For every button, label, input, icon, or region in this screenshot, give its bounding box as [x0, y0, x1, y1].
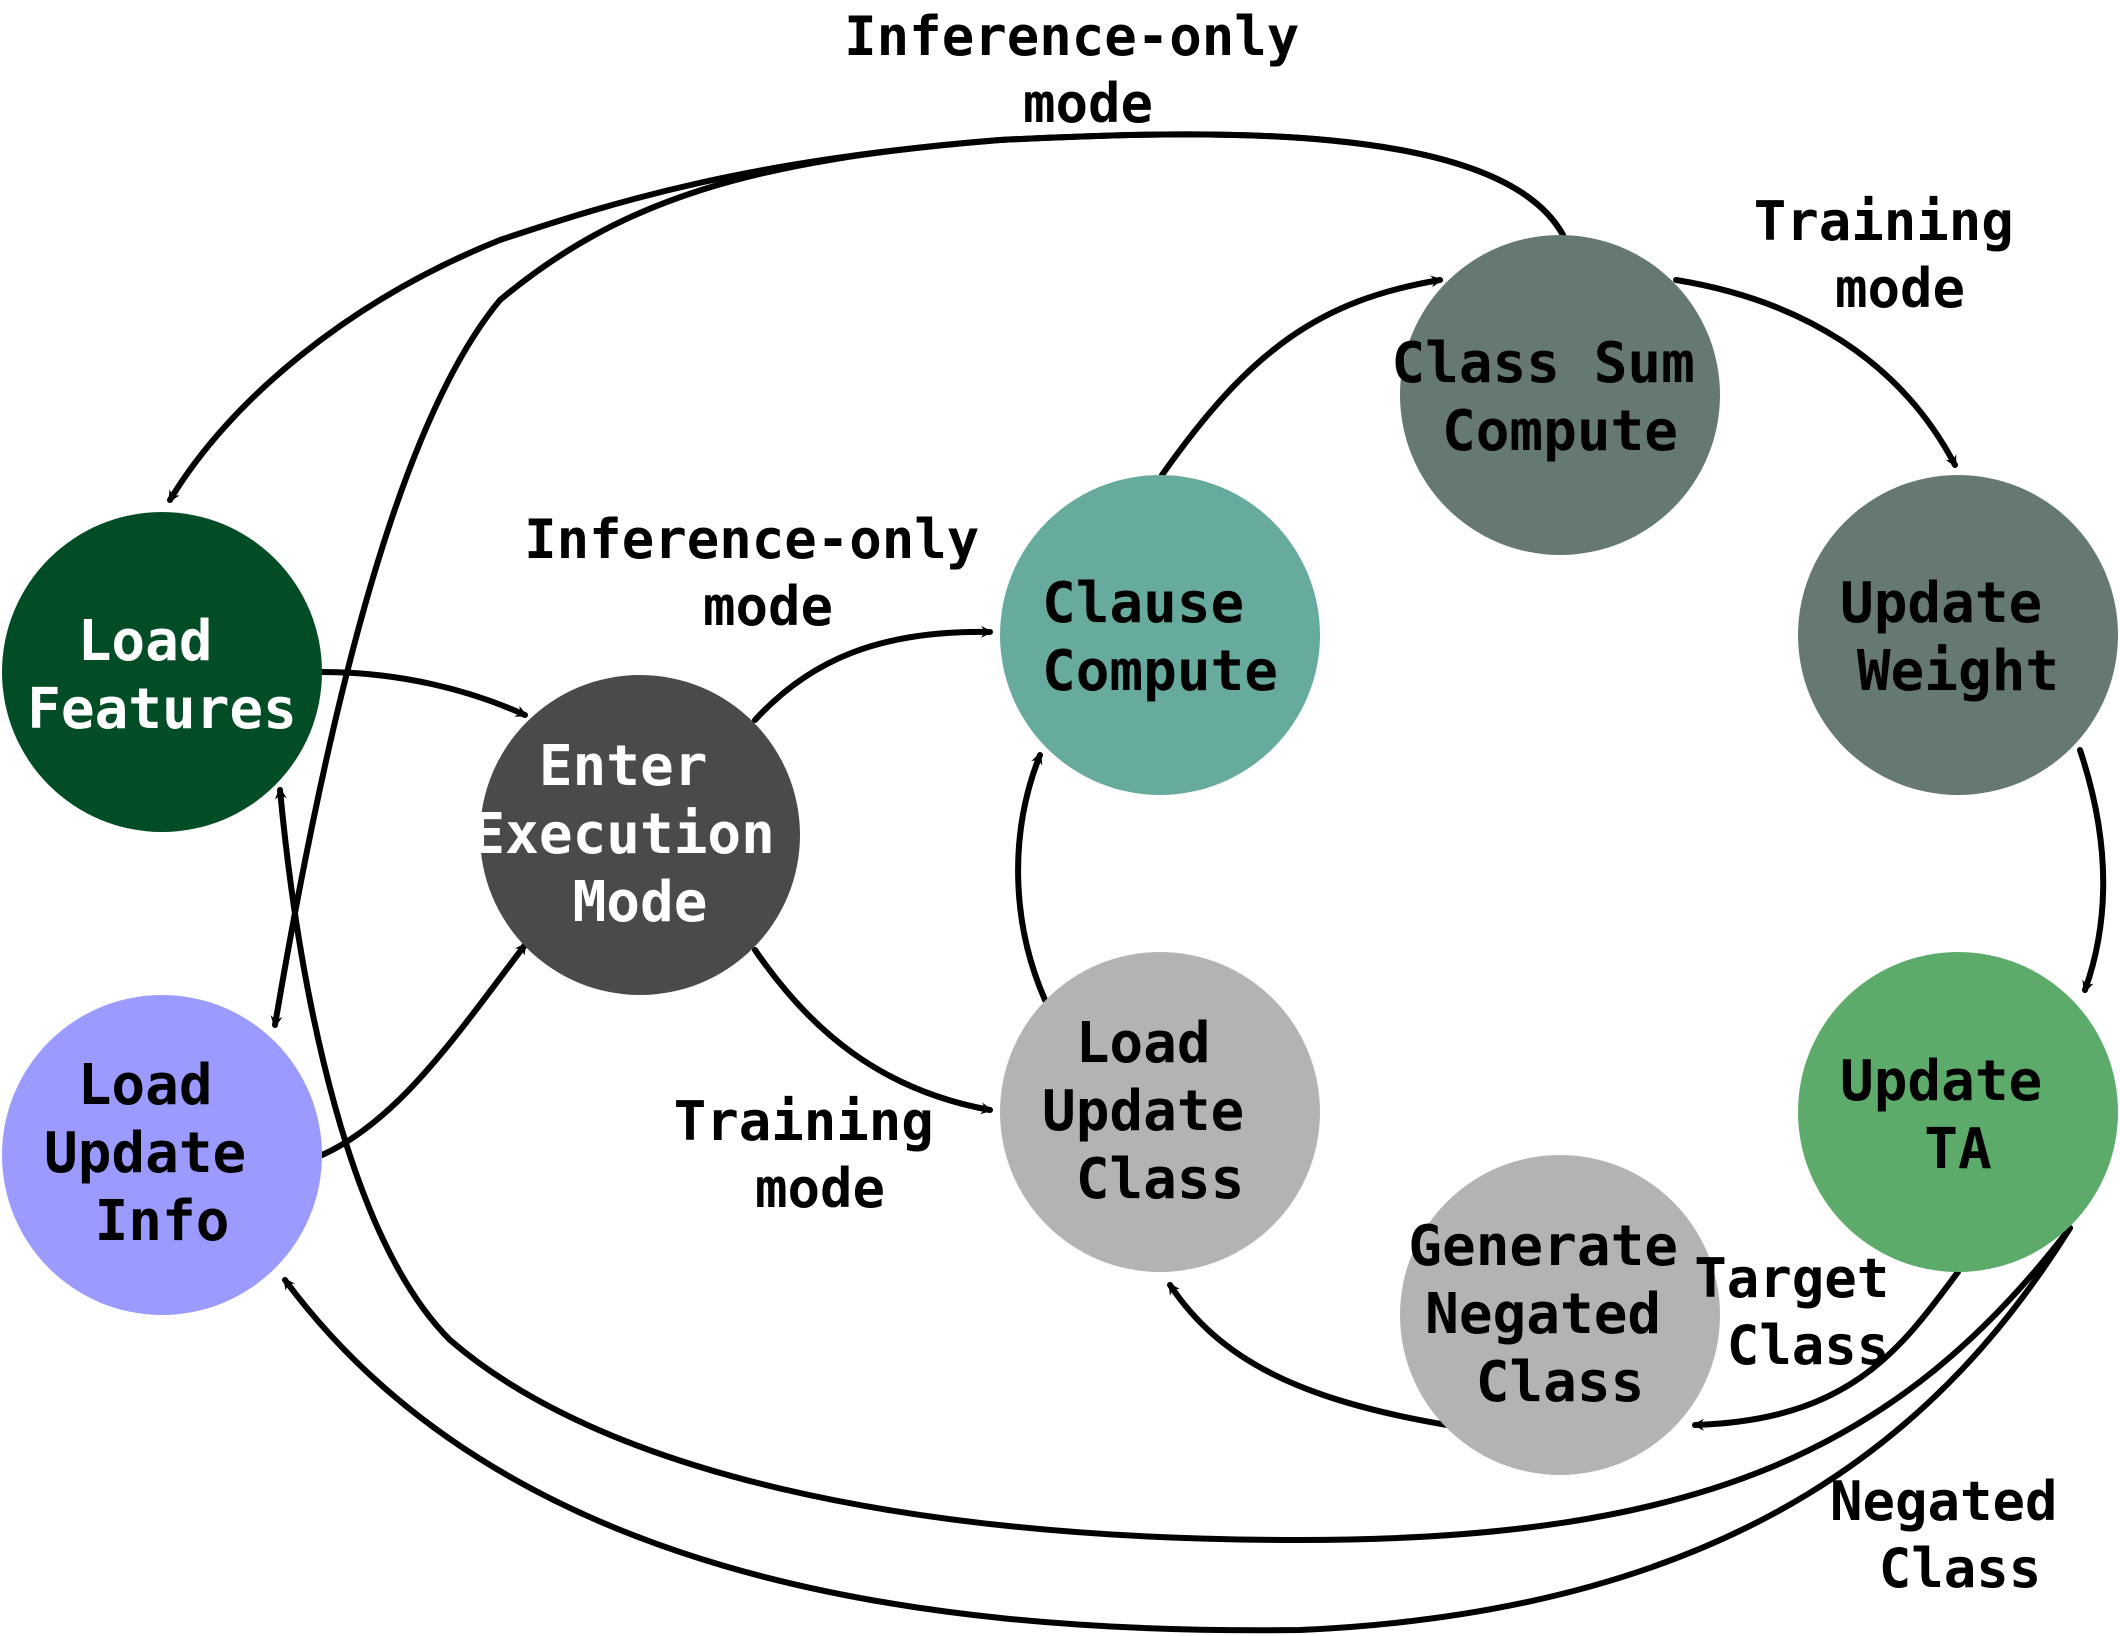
edge-class-sum-to-load-features — [167, 131, 1566, 503]
node-update-weight-line-2: Weight — [1857, 639, 2059, 704]
svg-text:Update TA: Update TA — [1840, 1049, 2076, 1182]
node-load-update-class-line-3: Class — [1076, 1147, 1245, 1212]
node-generate-negated-class[interactable]: Generate Negated Class — [1400, 1155, 1720, 1475]
edge-class-sum-to-update-weight — [1673, 277, 1958, 468]
node-update-ta-line-2: TA — [1924, 1117, 1991, 1182]
node-class-sum-compute[interactable]: Class Sum Compute — [1391, 235, 1728, 555]
node-load-features-line-1: Load — [78, 609, 213, 674]
svg-text:Clause Compute: Clause Compute — [1042, 571, 1278, 704]
nodes: Load Features Load Update Info Enter Exe… — [2, 235, 2118, 1475]
node-load-update-info-line-3: Info — [95, 1189, 230, 1254]
svg-text:Load Update In: Load Update Info — [44, 1053, 280, 1254]
node-update-ta-circle — [1798, 952, 2118, 1272]
edge-update-ta-to-generate-negated — [1692, 1269, 1961, 1431]
node-clause-compute[interactable]: Clause Compute — [1000, 475, 1320, 795]
node-enter-execution-mode-line-2: Execution — [471, 802, 774, 867]
node-class-sum-compute-line-2: Compute — [1442, 399, 1678, 464]
node-update-weight-line-1: Update — [1840, 571, 2042, 636]
label-inference-only-middle: Inference-only mode — [524, 508, 1012, 638]
edge-labels: Inference-only mode Training mode Infere… — [524, 5, 2090, 1600]
node-enter-execution-mode-line-3: Mode — [573, 870, 708, 935]
edge-class-sum-to-load-update-info — [270, 131, 1566, 1028]
edge-clause-compute-to-class-sum — [1159, 275, 1443, 478]
node-generate-negated-class-circle — [1400, 1155, 1720, 1475]
label-inference-only-top: Inference-only mode — [844, 5, 1332, 135]
edge-generate-negated-to-load-update-class — [1167, 1282, 1450, 1428]
node-load-update-info-line-2: Update — [44, 1121, 246, 1186]
node-enter-execution-mode-line-1: Enter — [539, 734, 708, 799]
node-enter-execution-mode[interactable]: Enter Execution Mode — [471, 675, 808, 995]
edge-load-update-info-to-enter-execution — [319, 942, 528, 1158]
node-load-update-class-line-1: Load — [1076, 1011, 1211, 1076]
svg-text:Load Features: Load Features — [27, 609, 297, 742]
svg-text:Enter Execution: Enter Execution Mode — [471, 734, 808, 935]
svg-text:Update Weight: Update Weight — [1840, 571, 2076, 704]
node-load-update-info-circle — [2, 995, 322, 1315]
node-generate-negated-class-line-2: Negated — [1425, 1282, 1661, 1347]
node-load-update-class-line-2: Update — [1042, 1079, 1244, 1144]
edge-enter-execution-to-clause-compute — [752, 625, 993, 723]
svg-text:Class Sum Compute: Class Sum Compute — [1391, 331, 1728, 464]
node-update-ta-line-1: Update — [1840, 1049, 2042, 1114]
node-class-sum-compute-line-1: Class Sum — [1391, 331, 1694, 396]
node-generate-negated-class-line-1: Generate — [1408, 1214, 1678, 1279]
node-clause-compute-line-1: Clause — [1042, 571, 1244, 636]
node-update-ta[interactable]: Update TA — [1798, 952, 2118, 1272]
node-enter-execution-mode-circle — [480, 675, 800, 995]
label-target-class: Target Class — [1694, 1247, 1922, 1377]
node-load-features-circle — [2, 512, 322, 832]
edges — [167, 131, 2107, 1634]
edge-update-ta-to-load-features — [274, 787, 2073, 1544]
edge-load-features-to-enter-execution — [319, 669, 528, 718]
node-class-sum-compute-circle — [1400, 235, 1720, 555]
svg-text:Generate Negated: Generate Negated Class — [1408, 1214, 1711, 1415]
node-update-weight[interactable]: Update Weight — [1798, 475, 2118, 795]
node-load-update-class-circle — [1000, 952, 1320, 1272]
edge-update-weight-to-update-ta — [2077, 747, 2107, 993]
edge-update-ta-to-load-update-info — [282, 1225, 2073, 1634]
label-training-top: Training mode — [1754, 190, 2047, 320]
node-load-features[interactable]: Load Features — [2, 512, 322, 832]
node-load-update-info-line-1: Load — [78, 1053, 213, 1118]
edge-load-update-class-to-clause-compute — [1015, 752, 1048, 1003]
node-clause-compute-line-2: Compute — [1042, 639, 1278, 704]
svg-text:Load Update Cl: Load Update Class — [1042, 1011, 1278, 1212]
node-clause-compute-circle — [1000, 475, 1320, 795]
node-load-update-class[interactable]: Load Update Class — [1000, 952, 1320, 1272]
node-load-features-line-2: Features — [27, 677, 297, 742]
edge-enter-execution-to-load-update-class — [752, 947, 993, 1115]
node-update-weight-circle — [1798, 475, 2118, 795]
node-load-update-info[interactable]: Load Update Info — [2, 995, 322, 1315]
label-training-bottom: Training mode — [674, 1090, 967, 1220]
label-negated-class: Negated Class — [1830, 1470, 2090, 1600]
node-generate-negated-class-line-3: Class — [1476, 1350, 1645, 1415]
